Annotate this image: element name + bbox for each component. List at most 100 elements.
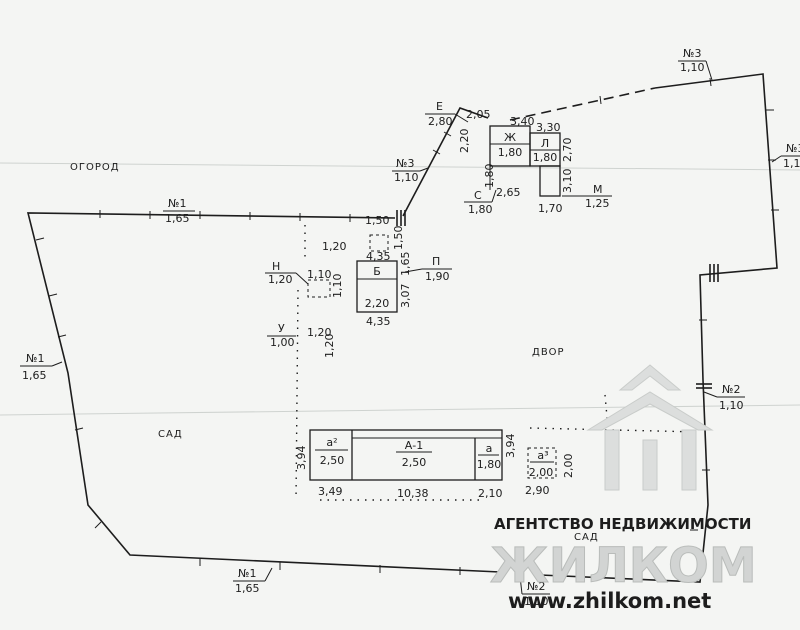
svg-text:1,20: 1,20: [322, 240, 347, 253]
svg-text:2,65: 2,65: [496, 186, 521, 199]
svg-text:1,20: 1,20: [307, 326, 332, 339]
building-a-height: 1,80: [477, 458, 502, 471]
svg-text:№3: №3: [396, 157, 414, 170]
svg-text:1,90: 1,90: [425, 270, 450, 283]
svg-text:Е: Е: [436, 100, 443, 113]
svg-text:Н: Н: [272, 260, 280, 273]
fence-label-n1-bottom: №1 1,65: [233, 567, 273, 595]
building-a1-height: 2,50: [402, 456, 427, 469]
svg-text:С: С: [474, 189, 482, 202]
svg-text:№3: №3: [683, 47, 701, 60]
fence-label-n3-top: №3 1,10: [678, 47, 713, 81]
svg-text:3,49: 3,49: [318, 485, 343, 498]
svg-text:№3: №3: [786, 142, 800, 155]
structure-n-box: [307, 279, 331, 298]
svg-text:3,94: 3,94: [504, 434, 517, 459]
building-a3-height: 2,00: [529, 466, 554, 479]
structure-n: Н 1,20: [265, 260, 309, 286]
svg-text:1,10: 1,10: [680, 61, 705, 74]
watermark: АГЕНТСТВО НЕДВИЖИМОСТИ ЖИЛКОМ www.zhilko…: [490, 364, 757, 613]
svg-text:№1: №1: [238, 567, 256, 580]
watermark-site: www.zhilkom.net: [508, 589, 711, 613]
fence-label-n1-left: №1 1,65: [20, 352, 63, 382]
structure-p-box: [369, 234, 389, 252]
svg-text:1,65: 1,65: [22, 369, 47, 382]
svg-text:№2: №2: [722, 383, 740, 396]
building-a3: а³ 2,00: [527, 447, 557, 479]
svg-text:3,30: 3,30: [536, 121, 561, 134]
structure-p: П 1,90: [404, 255, 452, 283]
svg-text:2,80: 2,80: [428, 115, 453, 128]
svg-text:10,38: 10,38: [397, 487, 429, 500]
svg-text:1,10: 1,10: [719, 399, 744, 412]
structure-m: М 1,25: [562, 183, 612, 210]
fence-upper: [402, 107, 489, 217]
gate-marks: [396, 210, 719, 389]
svg-text:1,80: 1,80: [483, 164, 496, 189]
svg-text:1,10: 1,10: [331, 274, 344, 299]
svg-text:2,00: 2,00: [562, 454, 575, 479]
zone-sad-left: САД: [158, 429, 183, 440]
svg-text:3,07: 3,07: [399, 284, 412, 309]
building-b: Б 2,20: [356, 260, 398, 313]
building-main-house: а² 2,50 А-1 2,50 а 1,80: [309, 429, 503, 481]
fence-left-top: [26, 212, 501, 573]
svg-text:М: М: [593, 183, 603, 196]
fence-dashed: [509, 87, 656, 121]
svg-text:1,50: 1,50: [392, 226, 405, 251]
building-a2-height: 2,50: [320, 454, 345, 467]
svg-text:2,90: 2,90: [525, 484, 550, 497]
svg-text:1,65: 1,65: [399, 252, 412, 277]
watermark-brand: ЖИЛКОМ: [490, 538, 757, 594]
svg-text:4,35: 4,35: [366, 315, 391, 328]
svg-text:1,10: 1,10: [394, 171, 419, 184]
structure-u: У 1,00: [267, 322, 296, 349]
svg-text:1,65: 1,65: [235, 582, 260, 595]
svg-text:2,05: 2,05: [466, 108, 491, 121]
svg-text:1,20: 1,20: [268, 273, 293, 286]
building-b-letter: Б: [373, 265, 381, 278]
building-l: Л 1,80: [529, 132, 561, 197]
svg-text:3,40: 3,40: [510, 115, 535, 128]
svg-text:1,00: 1,00: [270, 336, 295, 349]
fence-label-n2-bottom: №2 1,10: [519, 575, 550, 608]
svg-text:№1: №1: [168, 197, 186, 210]
structure-e: Е 2,80: [425, 100, 469, 128]
dotted-lines: [295, 225, 701, 501]
plot-boundary: [26, 73, 778, 583]
fence-ticks: [35, 77, 779, 575]
structure-s: С 1,80: [464, 189, 497, 216]
svg-text:1,10: 1,10: [783, 157, 800, 170]
svg-text:1,50: 1,50: [365, 214, 390, 227]
zone-dvor: ДВОР: [532, 347, 565, 358]
svg-text:3,94: 3,94: [295, 446, 308, 471]
svg-text:1,70: 1,70: [538, 202, 563, 215]
svg-text:1,10: 1,10: [524, 595, 549, 608]
svg-text:3,10: 3,10: [561, 169, 574, 194]
svg-text:2,20: 2,20: [458, 129, 471, 154]
fence-label-n1-top: №1 1,65: [163, 197, 195, 225]
svg-text:П: П: [432, 255, 440, 268]
building-zh-height: 1,80: [498, 146, 523, 159]
svg-text:2,10: 2,10: [478, 487, 503, 500]
building-a3-letter: а³: [537, 449, 548, 462]
svg-text:4,35: 4,35: [366, 250, 391, 263]
svg-text:№2: №2: [527, 580, 545, 593]
building-a2-letter: а²: [326, 436, 337, 449]
watermark-agency: АГЕНТСТВО НЕДВИЖИМОСТИ: [494, 515, 751, 533]
svg-text:У: У: [278, 322, 285, 335]
svg-text:1,10: 1,10: [307, 268, 332, 281]
building-a-letter: а: [486, 442, 493, 455]
svg-text:1,80: 1,80: [468, 203, 493, 216]
zone-ogorod: ОГОРОД: [70, 162, 120, 173]
svg-text:1,65: 1,65: [165, 212, 190, 225]
fence-label-n2-right: №2 1,10: [703, 383, 745, 412]
building-l-height: 1,80: [533, 151, 558, 164]
dimension-labels: 2,05 3,40 3,30 2,20 2,70 1,80 2,65 3,10 …: [295, 108, 575, 500]
building-l-letter: Л: [541, 137, 549, 150]
svg-text:1,25: 1,25: [585, 197, 610, 210]
building-a1-letter: А-1: [405, 439, 424, 452]
zone-sad-bottom: САД: [574, 532, 599, 543]
fence-label-n3-left: №3 1,10: [392, 157, 429, 184]
